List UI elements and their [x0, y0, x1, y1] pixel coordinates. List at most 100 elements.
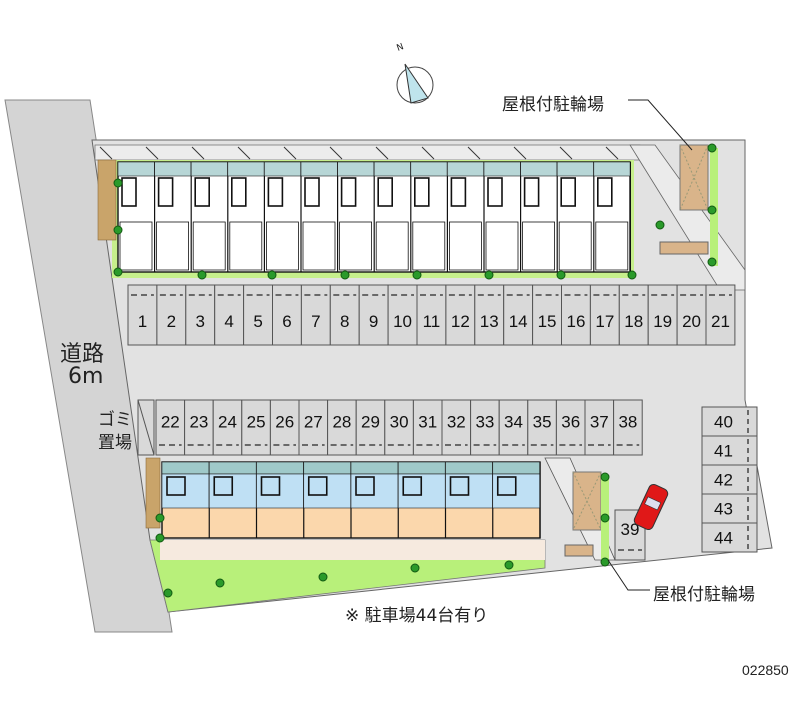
stall-number: 21 — [711, 312, 730, 331]
unit-kitchen — [157, 177, 174, 207]
stall-number: 23 — [189, 413, 208, 432]
unit-kitchen — [355, 476, 375, 496]
unit-kitchen — [304, 177, 320, 207]
stall-number: 11 — [423, 312, 441, 331]
tree-icon — [655, 220, 665, 230]
stall-number: 37 — [590, 413, 609, 432]
unit-kitchen — [523, 177, 540, 207]
tree-icon — [600, 557, 610, 567]
fence-line — [467, 146, 481, 160]
unit-entrance — [264, 161, 302, 177]
unit-kitchen — [449, 476, 470, 496]
tree-icon — [155, 513, 165, 523]
parking-stall — [412, 399, 443, 456]
stall-number: 4 — [224, 312, 233, 331]
parking-stall — [498, 399, 529, 456]
garbage-label-1: ゴミ — [98, 410, 132, 430]
unit-kitchen — [496, 476, 517, 496]
stall-number: 15 — [538, 312, 557, 331]
fence-line — [329, 146, 343, 160]
unit-kitchen — [166, 476, 186, 496]
unit-kitchen — [260, 476, 281, 496]
parking-stall — [212, 399, 243, 456]
tree-icon — [707, 143, 717, 153]
tree-icon — [627, 270, 637, 280]
unit-kitchen — [267, 177, 284, 207]
unit-kitchen — [413, 177, 430, 207]
unit-entrance — [492, 461, 541, 475]
shelter-cross — [572, 471, 602, 531]
parking-count-note: ※ 駐車場44台有り — [345, 606, 489, 626]
unit-kitchen — [213, 476, 234, 496]
tree-icon — [600, 513, 610, 523]
tree-icon — [600, 472, 610, 482]
tree-icon — [163, 588, 173, 598]
stall-number: 8 — [340, 312, 349, 331]
unit-room — [558, 221, 592, 271]
stall-number: 6 — [282, 312, 291, 331]
unit-entrance — [190, 161, 229, 177]
unit-room — [265, 221, 299, 271]
fence-line — [237, 146, 251, 160]
tree-icon — [113, 178, 123, 188]
tree-icon — [504, 560, 514, 570]
stall-number: 17 — [595, 312, 614, 331]
tree-icon — [412, 270, 422, 280]
unit-room — [522, 221, 555, 271]
stall-number: 5 — [253, 312, 262, 331]
unit-entrance — [337, 161, 375, 177]
tree-icon — [340, 270, 350, 280]
unit-entrance — [117, 161, 155, 177]
bike-rack-top — [659, 241, 709, 255]
fence-line — [375, 146, 389, 160]
unit-entrance — [483, 161, 521, 177]
leader-line-bottom — [607, 559, 650, 591]
fence-line — [191, 146, 205, 160]
stall-number: 10 — [393, 312, 412, 331]
unit-entrance — [520, 161, 558, 177]
tree-icon — [410, 563, 420, 573]
fence-line — [283, 146, 297, 160]
fence-line — [605, 146, 619, 160]
unit-room — [229, 221, 263, 271]
garbage-label-2: 置場 — [98, 433, 132, 453]
tree-icon — [707, 257, 717, 267]
compass-north-arrow-icon — [396, 63, 434, 104]
stall-number: 41 — [714, 442, 733, 461]
parking-stall — [441, 399, 472, 456]
tree-icon — [318, 572, 328, 582]
road-width: 6m — [68, 364, 104, 389]
stall-number: 1 — [138, 312, 147, 331]
stall-number: 40 — [714, 413, 733, 432]
tree-icon — [707, 205, 717, 215]
tree-icon — [113, 267, 123, 277]
stall-number: 32 — [447, 413, 466, 432]
unit-entrance — [593, 161, 631, 177]
unit-room — [302, 221, 336, 271]
tree-icon — [113, 225, 123, 235]
unit-kitchen — [307, 476, 328, 496]
unit-kitchen — [402, 476, 423, 496]
unit-kitchen — [194, 177, 210, 207]
bike-rack-bottom — [564, 544, 594, 557]
stall-number: 14 — [509, 312, 528, 331]
stall-number: 42 — [714, 471, 733, 490]
unit-entrance — [447, 161, 485, 177]
unit-entrance — [154, 161, 192, 177]
unit-kitchen — [340, 177, 357, 207]
parking-stall — [241, 399, 271, 456]
unit-entrance — [445, 461, 494, 475]
fence-line — [99, 146, 113, 160]
tree-icon — [197, 270, 207, 280]
stall-number: 28 — [332, 413, 351, 432]
stall-number: 18 — [624, 312, 643, 331]
stall-number: 24 — [218, 413, 237, 432]
stall-number: 39 — [621, 520, 640, 539]
unit-room — [485, 221, 519, 271]
unit-room — [192, 221, 226, 271]
bottom-walkway — [160, 540, 545, 560]
unit-room — [448, 221, 482, 271]
unit-kitchen — [596, 177, 613, 207]
map-id: 022850 — [742, 662, 789, 678]
tree-icon — [155, 533, 165, 543]
